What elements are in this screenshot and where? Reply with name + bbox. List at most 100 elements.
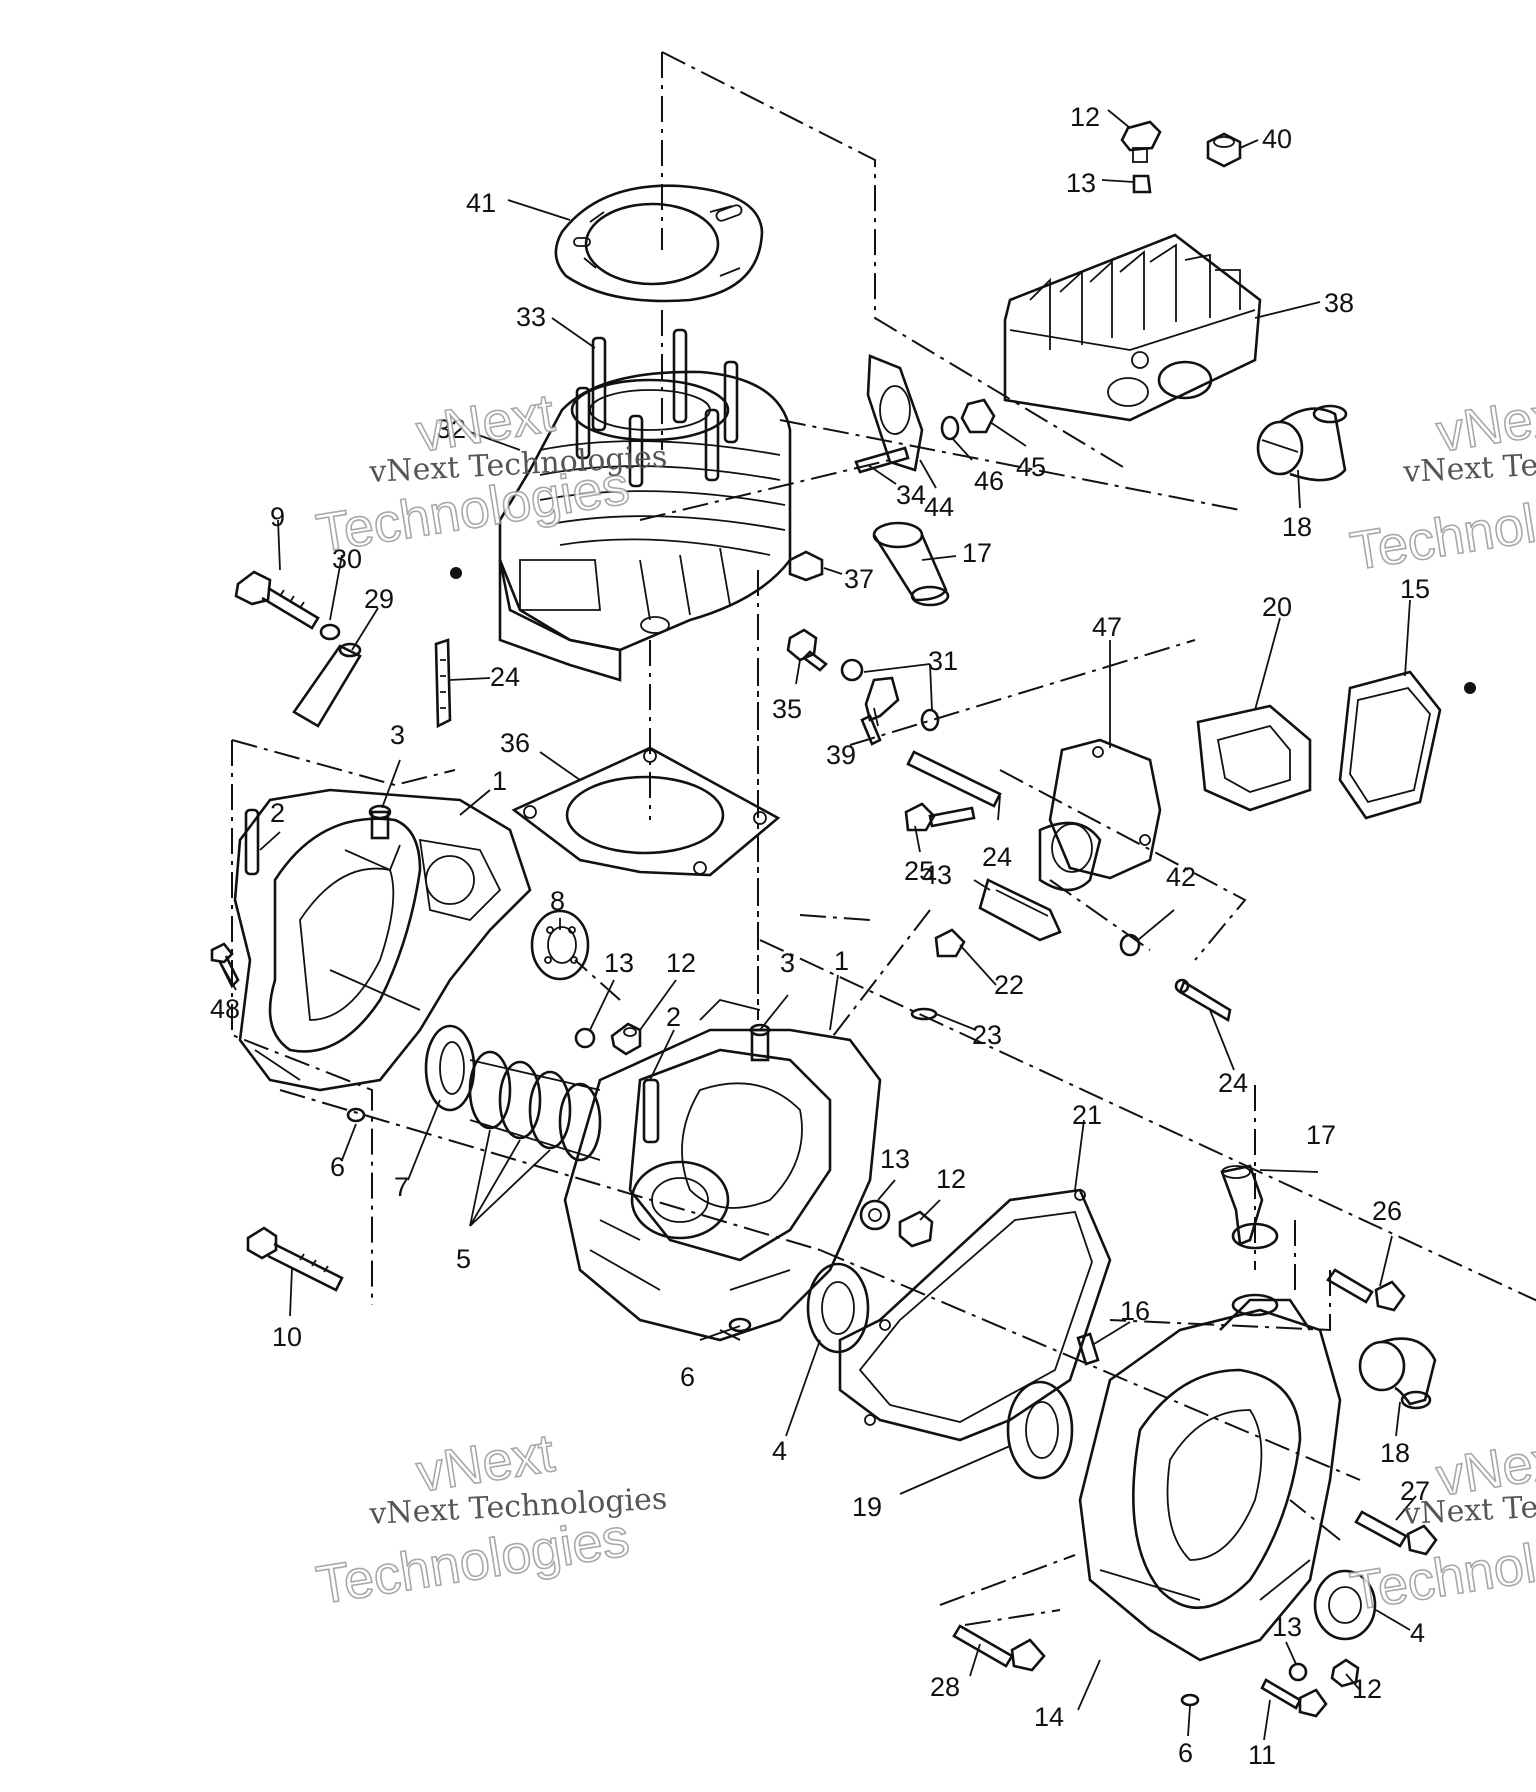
cylinder-head-38 bbox=[1003, 233, 1262, 422]
callout-29: 29 bbox=[364, 584, 394, 614]
callout-28: 28 bbox=[930, 1672, 960, 1702]
intake-spigot-17-upper bbox=[872, 521, 950, 607]
callout-12-bottom: 12 bbox=[1352, 1674, 1382, 1704]
studs-33 bbox=[575, 328, 739, 488]
callout-44: 44 bbox=[924, 492, 954, 522]
gasket-20 bbox=[1196, 704, 1312, 812]
dowel-6-center bbox=[728, 1317, 752, 1333]
assembly-centerlines bbox=[231, 51, 1536, 1626]
bolt-11 bbox=[1260, 1678, 1328, 1718]
callout-10: 10 bbox=[272, 1322, 302, 1352]
callout-31: 31 bbox=[928, 646, 958, 676]
callout-18-lower: 18 bbox=[1380, 1438, 1410, 1468]
bolt-22 bbox=[934, 928, 966, 958]
callout-20: 20 bbox=[1262, 592, 1292, 622]
washer-13-top bbox=[1132, 174, 1152, 194]
exhaust-gasket-44 bbox=[866, 354, 924, 472]
callout-35: 35 bbox=[772, 694, 802, 724]
dowel-6-left bbox=[346, 1107, 366, 1123]
callout-24-left: 24 bbox=[490, 662, 520, 692]
callout-40: 40 bbox=[1262, 124, 1292, 154]
bolt-10 bbox=[246, 1226, 344, 1292]
washer-46 bbox=[940, 415, 960, 441]
callout-4-right: 4 bbox=[1410, 1618, 1425, 1648]
callout-24-lower: 24 bbox=[1218, 1068, 1248, 1098]
nut-37 bbox=[788, 550, 824, 582]
bolt-35 bbox=[786, 628, 828, 672]
case-gasket-21 bbox=[838, 1188, 1112, 1442]
oil-seal-4-right bbox=[1313, 1569, 1377, 1641]
head-gasket-41 bbox=[554, 184, 764, 303]
bolt-12-bottom bbox=[1330, 1658, 1360, 1688]
callout-19: 19 bbox=[852, 1492, 882, 1522]
crankcase-center-1 bbox=[563, 999, 882, 1342]
callout-7: 7 bbox=[394, 1172, 409, 1202]
callout-14: 14 bbox=[1034, 1702, 1064, 1732]
bolt-26 bbox=[1326, 1268, 1406, 1312]
bolt-28 bbox=[952, 1624, 1046, 1672]
water-elbow-18-top bbox=[1256, 404, 1348, 482]
callout-17-upper: 17 bbox=[962, 538, 992, 568]
washer-31a bbox=[840, 658, 864, 682]
callout-46: 46 bbox=[974, 466, 1004, 496]
callout-48: 48 bbox=[210, 994, 240, 1024]
callout-6-center: 6 bbox=[680, 1362, 695, 1392]
leader-lines bbox=[219, 109, 1417, 1741]
callout-12-left: 12 bbox=[666, 948, 696, 978]
washer-31b bbox=[920, 708, 940, 732]
dowel-6-right bbox=[1180, 1693, 1200, 1707]
washer-13-left bbox=[574, 1027, 596, 1049]
washer-13-center bbox=[859, 1199, 891, 1231]
callout-11: 11 bbox=[1248, 1740, 1276, 1770]
callout-32: 32 bbox=[436, 414, 466, 444]
water-elbow-18-lower bbox=[1358, 1337, 1437, 1410]
washer-23 bbox=[910, 1007, 938, 1021]
callout-41: 41 bbox=[466, 188, 496, 218]
head-bolt-12 bbox=[1120, 120, 1162, 163]
callout-2-left: 2 bbox=[270, 798, 285, 828]
watermark-upper-right: vNext Technologies vNext Technologies bbox=[1346, 382, 1536, 582]
cover-15 bbox=[1338, 670, 1476, 820]
bolt-12-left bbox=[610, 1022, 642, 1056]
callout-47: 47 bbox=[1092, 612, 1122, 642]
callout-27: 27 bbox=[1400, 1476, 1430, 1506]
callout-13-center: 13 bbox=[880, 1144, 910, 1174]
crank-bearings-5 bbox=[468, 1050, 602, 1162]
base-gasket-36 bbox=[511, 746, 781, 877]
callout-37: 37 bbox=[844, 564, 874, 594]
washer-13-bottom bbox=[1288, 1662, 1308, 1682]
crankcase-right-14 bbox=[1078, 1293, 1342, 1662]
callout-15: 15 bbox=[1400, 574, 1430, 604]
bolt-25 bbox=[904, 802, 976, 832]
callout-24-upper: 24 bbox=[982, 842, 1012, 872]
crankcase-left-1 bbox=[233, 788, 532, 1092]
callout-36: 36 bbox=[500, 728, 530, 758]
callout-6-right: 6 bbox=[1178, 1738, 1193, 1768]
fitting-39 bbox=[860, 676, 900, 746]
callout-12-top: 12 bbox=[1070, 102, 1100, 132]
callout-30: 30 bbox=[332, 544, 362, 574]
oil-seal-7 bbox=[424, 1024, 476, 1112]
intake-spigot-17-lower bbox=[1220, 1164, 1279, 1250]
callout-16: 16 bbox=[1120, 1296, 1150, 1326]
reed-stopper-24-lower bbox=[1174, 978, 1232, 1023]
bolt-9 bbox=[234, 570, 320, 630]
callout-8: 8 bbox=[550, 886, 565, 916]
callout-3-left: 3 bbox=[390, 720, 405, 750]
bolt-12-center bbox=[898, 1210, 934, 1248]
callout-13-top: 13 bbox=[1066, 168, 1096, 198]
reed-block-47 bbox=[1038, 738, 1162, 892]
callout-6-left: 6 bbox=[330, 1152, 345, 1182]
callout-45: 45 bbox=[1016, 452, 1046, 482]
washer-30 bbox=[319, 623, 341, 641]
watermark-lower-right: vNext Technologies vNext Technologies bbox=[1346, 1426, 1536, 1622]
callout-4-center: 4 bbox=[772, 1436, 787, 1466]
callout-26: 26 bbox=[1372, 1196, 1402, 1226]
callout-17-lower: 17 bbox=[1306, 1120, 1336, 1150]
bolt-27 bbox=[1354, 1510, 1438, 1556]
callout-13-left: 13 bbox=[604, 948, 634, 978]
pin-29 bbox=[292, 642, 362, 728]
reed-stopper-24-left bbox=[434, 638, 452, 729]
